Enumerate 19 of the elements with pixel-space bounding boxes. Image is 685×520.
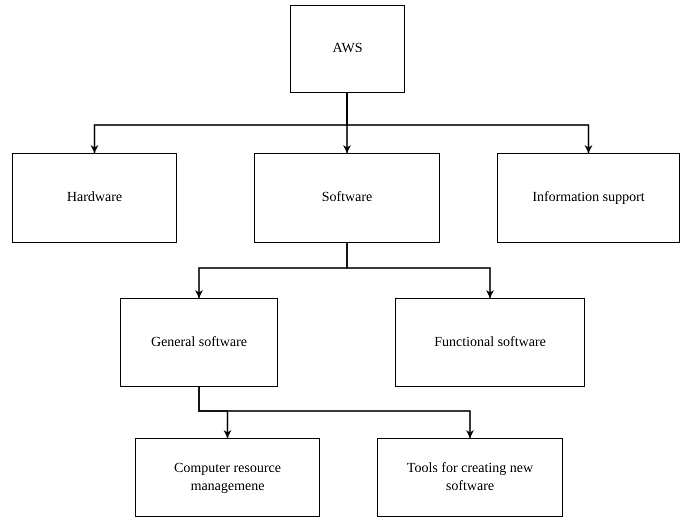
box-label: Functional software [434, 334, 546, 352]
box-label: Software [322, 189, 372, 207]
arrow [346, 93, 592, 153]
box-label: Information support [532, 189, 645, 207]
box-label: General software [150, 334, 247, 352]
box-label: Hardware [66, 189, 122, 207]
process-box [254, 153, 440, 243]
process-box [12, 153, 177, 243]
box-label: Tools for creating new software [406, 460, 534, 495]
process-box [135, 438, 320, 517]
process-box [377, 438, 563, 517]
box-label: Computer resource managemene [173, 460, 282, 495]
process-box [290, 5, 405, 93]
process-box [497, 153, 680, 243]
process-box [120, 298, 278, 387]
arrow [198, 387, 474, 438]
arrow [346, 243, 494, 298]
process-box [395, 298, 585, 387]
box-label: AWS [332, 40, 362, 58]
